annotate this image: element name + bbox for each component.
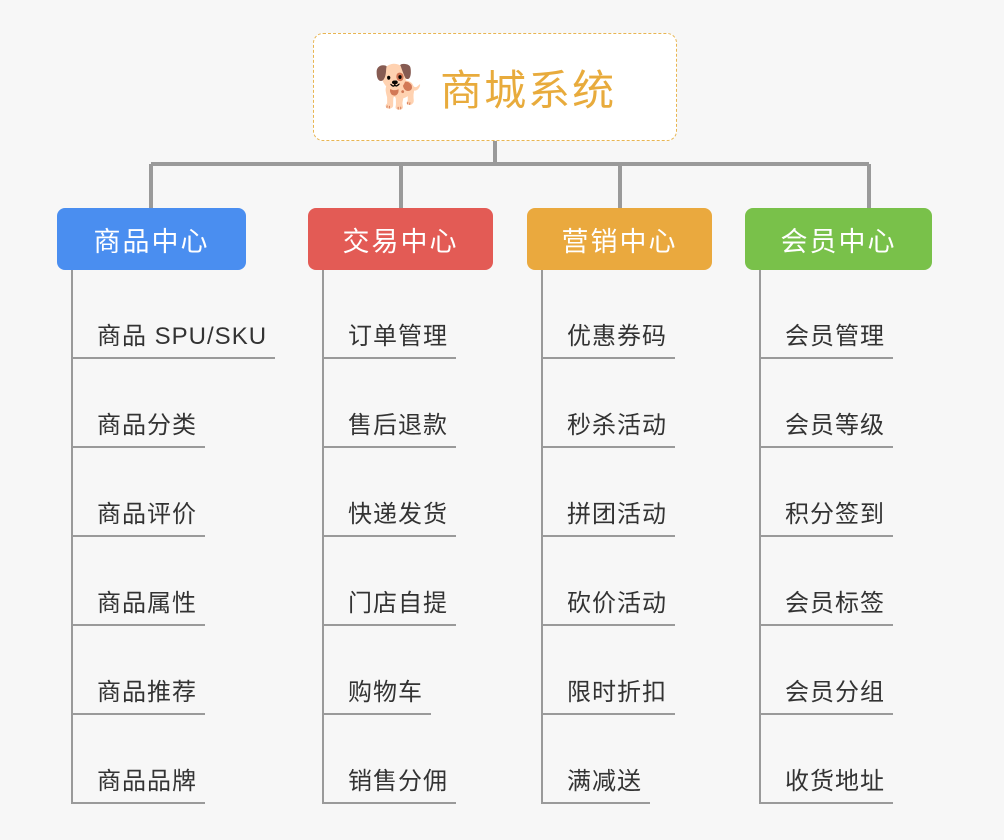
leaf-label: 拼团活动 xyxy=(567,501,667,528)
root-node[interactable]: 🐕 商城系统 xyxy=(313,33,677,141)
leaf-label: 商品分类 xyxy=(97,412,197,439)
branch-header-trade-center[interactable]: 交易中心 xyxy=(308,208,493,270)
list-item[interactable]: 商品分类 xyxy=(57,359,246,448)
list-item[interactable]: 收货地址 xyxy=(745,715,932,804)
leaf-label: 快递发货 xyxy=(348,501,448,528)
branch-items-trade-center: 订单管理 售后退款 快递发货 门店自提 购物车 销售分佣 xyxy=(308,270,493,804)
list-item[interactable]: 商品品牌 xyxy=(57,715,246,804)
leaf-label: 销售分佣 xyxy=(348,768,448,795)
leaf-label: 会员标签 xyxy=(785,590,885,617)
list-item[interactable]: 商品推荐 xyxy=(57,626,246,715)
list-item[interactable]: 商品 SPU/SKU xyxy=(57,270,276,359)
leaf-label: 商品推荐 xyxy=(97,679,197,706)
branch-trade-center: 交易中心 订单管理 售后退款 快递发货 门店自提 购物车 销售分佣 xyxy=(308,208,493,804)
branch-member-center: 会员中心 会员管理 会员等级 积分签到 会员标签 会员分组 收货地址 xyxy=(745,208,932,804)
list-item[interactable]: 优惠券码 xyxy=(527,270,712,359)
leaf-label: 门店自提 xyxy=(348,590,448,617)
leaf-label: 优惠券码 xyxy=(567,323,667,350)
branch-title-label: 交易中心 xyxy=(342,226,459,257)
list-item[interactable]: 销售分佣 xyxy=(308,715,493,804)
leaf-label: 砍价活动 xyxy=(567,590,667,617)
leaf-label: 会员管理 xyxy=(785,323,885,350)
list-item[interactable]: 会员分组 xyxy=(745,626,932,715)
leaf-label: 商品 SPU/SKU xyxy=(97,323,268,350)
list-item[interactable]: 商品属性 xyxy=(57,537,246,626)
branch-marketing-center: 营销中心 优惠券码 秒杀活动 拼团活动 砍价活动 限时折扣 满减送 xyxy=(527,208,712,804)
list-item[interactable]: 售后退款 xyxy=(308,359,493,448)
branch-items-member-center: 会员管理 会员等级 积分签到 会员标签 会员分组 收货地址 xyxy=(745,270,932,804)
shiba-dog-emoji: 🐕 xyxy=(373,62,427,111)
list-item[interactable]: 秒杀活动 xyxy=(527,359,712,448)
list-item[interactable]: 商品评价 xyxy=(57,448,246,537)
branch-product-center: 商品中心 商品 SPU/SKU 商品分类 商品评价 商品属性 商品推荐 商品品牌 xyxy=(57,208,276,804)
leaf-label: 售后退款 xyxy=(348,412,448,439)
list-item[interactable]: 满减送 xyxy=(527,715,712,804)
branch-title-label: 商品中心 xyxy=(93,226,210,257)
branch-rail xyxy=(759,270,761,804)
list-item[interactable]: 限时折扣 xyxy=(527,626,712,715)
branch-rail xyxy=(71,270,73,804)
leaf-label: 订单管理 xyxy=(348,323,448,350)
branch-rail xyxy=(541,270,543,804)
leaf-label: 商品品牌 xyxy=(97,768,197,795)
list-item[interactable]: 订单管理 xyxy=(308,270,493,359)
list-item[interactable]: 砍价活动 xyxy=(527,537,712,626)
branch-header-member-center[interactable]: 会员中心 xyxy=(745,208,932,270)
leaf-label: 会员等级 xyxy=(785,412,885,439)
root-title: 商城系统 xyxy=(440,66,617,114)
list-item[interactable]: 会员管理 xyxy=(745,270,932,359)
list-item[interactable]: 会员标签 xyxy=(745,537,932,626)
leaf-label: 满减送 xyxy=(567,768,642,795)
list-item[interactable]: 门店自提 xyxy=(308,537,493,626)
leaf-label: 会员分组 xyxy=(785,679,885,706)
branch-rail xyxy=(322,270,324,804)
list-item[interactable]: 快递发货 xyxy=(308,448,493,537)
list-item[interactable]: 购物车 xyxy=(308,626,493,715)
list-item[interactable]: 会员等级 xyxy=(745,359,932,448)
list-item[interactable]: 积分签到 xyxy=(745,448,932,537)
leaf-label: 商品属性 xyxy=(97,590,197,617)
leaf-label: 限时折扣 xyxy=(567,679,667,706)
branch-title-label: 营销中心 xyxy=(561,226,678,257)
branch-items-marketing-center: 优惠券码 秒杀活动 拼团活动 砍价活动 限时折扣 满减送 xyxy=(527,270,712,804)
leaf-label: 秒杀活动 xyxy=(567,412,667,439)
leaf-label: 购物车 xyxy=(348,679,423,706)
branch-items-product-center: 商品 SPU/SKU 商品分类 商品评价 商品属性 商品推荐 商品品牌 xyxy=(57,270,276,804)
leaf-label: 商品评价 xyxy=(97,501,197,528)
leaf-label: 收货地址 xyxy=(785,768,885,795)
branch-header-marketing-center[interactable]: 营销中心 xyxy=(527,208,712,270)
branch-header-product-center[interactable]: 商品中心 xyxy=(57,208,246,270)
list-item[interactable]: 拼团活动 xyxy=(527,448,712,537)
leaf-label: 积分签到 xyxy=(785,501,885,528)
branch-title-label: 会员中心 xyxy=(780,226,897,257)
